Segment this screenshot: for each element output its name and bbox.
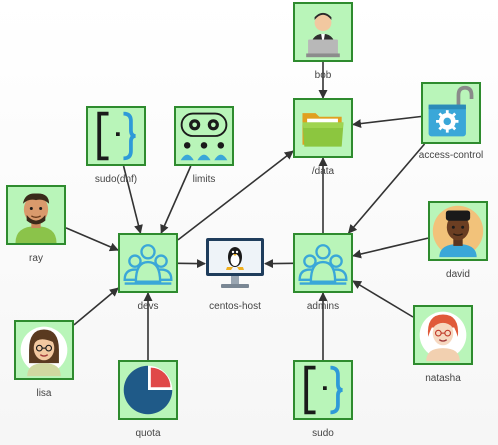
node-quota[interactable]: quota bbox=[118, 360, 178, 439]
node-label: access-control bbox=[418, 150, 484, 161]
edge-sudo_dnf-to-devs bbox=[122, 165, 143, 234]
node-natasha[interactable]: natasha bbox=[413, 305, 473, 384]
man-avatar-icon bbox=[428, 201, 488, 261]
node-label: sudo bbox=[312, 428, 334, 439]
node-label: quota bbox=[135, 428, 161, 439]
edge-access_control-to-data bbox=[352, 115, 422, 129]
edge-access_control-to-admins bbox=[347, 143, 426, 234]
node-label: ray bbox=[29, 253, 43, 264]
node-label: admins bbox=[306, 301, 340, 312]
unlocked-padlock-gear-icon bbox=[421, 82, 481, 144]
edge-devs-to-data bbox=[177, 150, 294, 241]
woman-avatar-icon bbox=[413, 305, 473, 365]
node-label: limits bbox=[192, 174, 216, 185]
pie-chart-icon bbox=[118, 360, 178, 420]
user-group-icon bbox=[118, 233, 178, 293]
person-at-laptop-icon bbox=[293, 2, 353, 62]
node-label: natasha bbox=[425, 373, 461, 384]
node-label: /data bbox=[311, 166, 335, 177]
edge-limits-to-devs bbox=[160, 165, 192, 234]
node-ray[interactable]: ray bbox=[6, 185, 66, 264]
folder-icon bbox=[293, 98, 353, 158]
edge-ray-to-devs bbox=[65, 227, 119, 252]
node-label: centos-host bbox=[209, 301, 261, 312]
node-label: david bbox=[446, 269, 470, 280]
node-admins[interactable]: admins bbox=[293, 233, 353, 312]
gears-team-icon bbox=[174, 106, 234, 166]
node-access-control[interactable]: access-control bbox=[419, 82, 483, 161]
edge-david-to-admins bbox=[352, 237, 429, 259]
code-braces-icon bbox=[293, 360, 353, 420]
node-lisa[interactable]: lisa bbox=[14, 320, 74, 399]
edge-lisa-to-devs bbox=[73, 287, 119, 326]
node-label: lisa bbox=[36, 388, 52, 399]
node-bob[interactable]: bob bbox=[293, 2, 353, 81]
node-limits[interactable]: limits bbox=[174, 106, 234, 185]
man-avatar-icon bbox=[6, 185, 66, 245]
node-centos-host[interactable]: centos-host bbox=[205, 237, 265, 312]
node-label: bob bbox=[314, 70, 332, 81]
node-devs[interactable]: devs bbox=[118, 233, 178, 312]
code-braces-icon bbox=[86, 106, 146, 166]
node-data[interactable]: /data bbox=[293, 98, 353, 177]
node-label: sudo(dnf) bbox=[94, 174, 138, 185]
linux-monitor-icon bbox=[205, 237, 265, 291]
edge-natasha-to-admins bbox=[352, 280, 414, 318]
node-david[interactable]: david bbox=[428, 201, 488, 280]
node-sudo-dnf[interactable]: sudo(dnf) bbox=[86, 106, 146, 185]
user-group-icon bbox=[293, 233, 353, 293]
node-label: devs bbox=[137, 301, 159, 312]
woman-avatar-icon bbox=[14, 320, 74, 380]
node-sudo[interactable]: sudo bbox=[293, 360, 353, 439]
